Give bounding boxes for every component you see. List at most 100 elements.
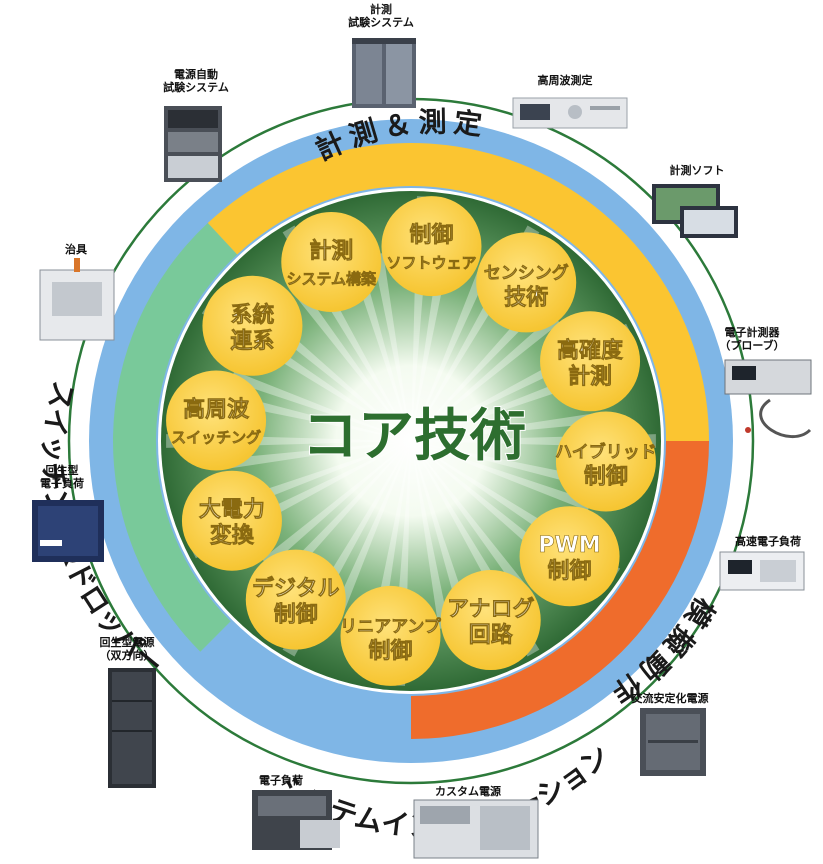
label-electronic-load: 電子負荷 (259, 773, 303, 787)
bubble-line2: 制御 (369, 638, 413, 664)
bubble-circle (476, 232, 577, 333)
light-ray (372, 253, 411, 441)
bubble-line1: センシング (484, 262, 569, 283)
light-ray (411, 314, 560, 441)
segment-simulation (411, 441, 709, 739)
bubble-circle (540, 311, 641, 412)
segment-measurement (207, 142, 709, 441)
bubble-line2: 技術 (504, 284, 548, 310)
bubble-line2: 計測 (568, 363, 612, 389)
bubble-line1: ハイブリッド (555, 441, 657, 462)
bubble-line2: 連系 (230, 329, 274, 354)
software-screen-icon (652, 184, 738, 238)
electronic-load-icon (252, 790, 340, 850)
bubble-line1: PWM (538, 533, 600, 558)
light-ray (411, 441, 530, 596)
bubble-line1: 計測 (309, 238, 353, 264)
bubble-circle (245, 549, 346, 650)
bubble-line1: 高確度 (557, 337, 624, 363)
light-ray (350, 257, 411, 441)
light-ray (292, 286, 411, 441)
bubble-line2: スイッチング (171, 429, 261, 447)
label-measurement-test-system: 計測試験システム (348, 2, 414, 29)
bubble-line1: アナログ (447, 596, 535, 622)
light-ray (230, 441, 411, 511)
meter-probe-icon (724, 359, 812, 439)
bubble-line2: システム構築 (286, 270, 377, 288)
light-ray (411, 371, 592, 441)
bubble-line1: 高周波 (183, 397, 250, 423)
light-ray (411, 441, 472, 625)
light-ray (411, 298, 545, 441)
label-ac-stabilized-supply: 交流安定化電源 (632, 691, 709, 705)
regen-supply-icon (108, 668, 156, 788)
bubble-circle (381, 196, 482, 297)
auto-test-rack-icon (164, 106, 222, 182)
light-ray (224, 393, 411, 441)
tech-bubbles: 計測システム構築制御ソフトウェアセンシング技術高確度計測ハイブリッド制御PWM制… (166, 196, 657, 686)
light-ray (262, 314, 411, 441)
light-ray (230, 371, 411, 441)
light-ray (372, 441, 411, 629)
cabinet-device-icon (640, 708, 706, 776)
light-ray (277, 441, 411, 584)
bubble-line2: ソフトウェア (386, 254, 476, 272)
bubble-line2: 変換 (210, 523, 255, 549)
custom-supply-icon (413, 799, 539, 859)
light-ray (331, 441, 411, 618)
bubble-circle (181, 470, 282, 571)
label-power-auto-test: 電源自動試験システム (163, 67, 229, 94)
bubble-line2: 回路 (469, 622, 514, 648)
label-measurement-software: 計測ソフト (670, 163, 725, 177)
light-ray (262, 441, 411, 568)
bubble-circle (440, 570, 541, 671)
label-regen-load: 回生型電子負荷 (40, 463, 84, 490)
bubble-line2: 制御 (548, 558, 592, 584)
bubble-circle (519, 506, 620, 607)
light-ray (411, 441, 560, 568)
bubble-line2: 制御 (584, 463, 628, 489)
bubble-line1: 制御 (409, 222, 453, 248)
bubble-line1: リニアアンプ (340, 616, 442, 637)
light-ray (221, 441, 411, 470)
jig-device-icon (39, 258, 115, 341)
bubble-line2: 制御 (274, 602, 318, 628)
light-ray (411, 441, 598, 489)
bubble-circle (281, 211, 382, 312)
rack-device-icon (352, 38, 416, 108)
bubble-line1: デジタル (252, 576, 340, 602)
product-labels: 計測試験システム 高周波測定 計測ソフト 電子計測器（プローブ） 高速電子負荷 … (40, 2, 801, 798)
light-ray (411, 441, 450, 629)
label-regen-supply: 回生型電源（双方向） (100, 635, 155, 662)
analyzer-device-icon (512, 97, 628, 129)
bubble-circle (555, 411, 656, 512)
bubble-circle (340, 585, 441, 686)
load-device-icon (719, 551, 805, 591)
label-custom-supply: カスタム電源 (435, 784, 501, 798)
bubble-line1: 大電力 (199, 498, 265, 523)
bubble-circle (166, 370, 267, 471)
light-ray (411, 412, 601, 441)
light-ray (411, 253, 450, 441)
label-high-freq-measurement: 高周波測定 (538, 73, 593, 87)
product-devices (32, 38, 812, 859)
bubble-line1: 系統 (230, 302, 274, 328)
label-electronic-meter: 電子計測器（プローブ） (719, 325, 784, 352)
light-ray (411, 264, 491, 441)
label-jig: 治具 (65, 242, 87, 256)
center-title: コア技術 (302, 404, 526, 469)
label-high-speed-load: 高速電子負荷 (735, 534, 801, 548)
